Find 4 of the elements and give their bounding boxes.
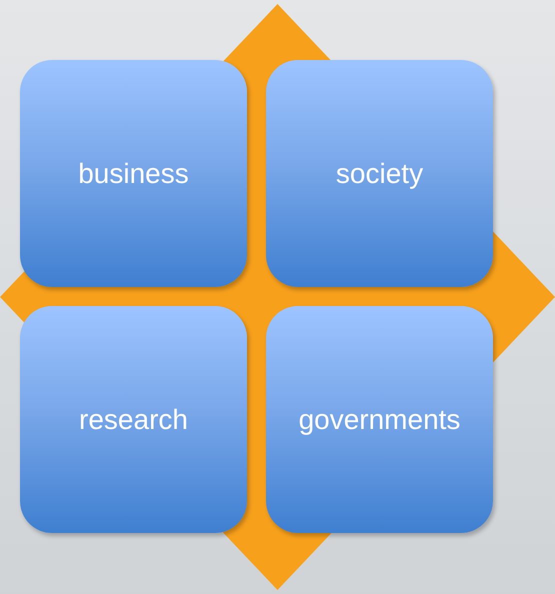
box-label: governments: [298, 404, 460, 436]
box-label: society: [336, 158, 424, 190]
box-label: research: [79, 404, 188, 436]
box-label: business: [78, 158, 189, 190]
